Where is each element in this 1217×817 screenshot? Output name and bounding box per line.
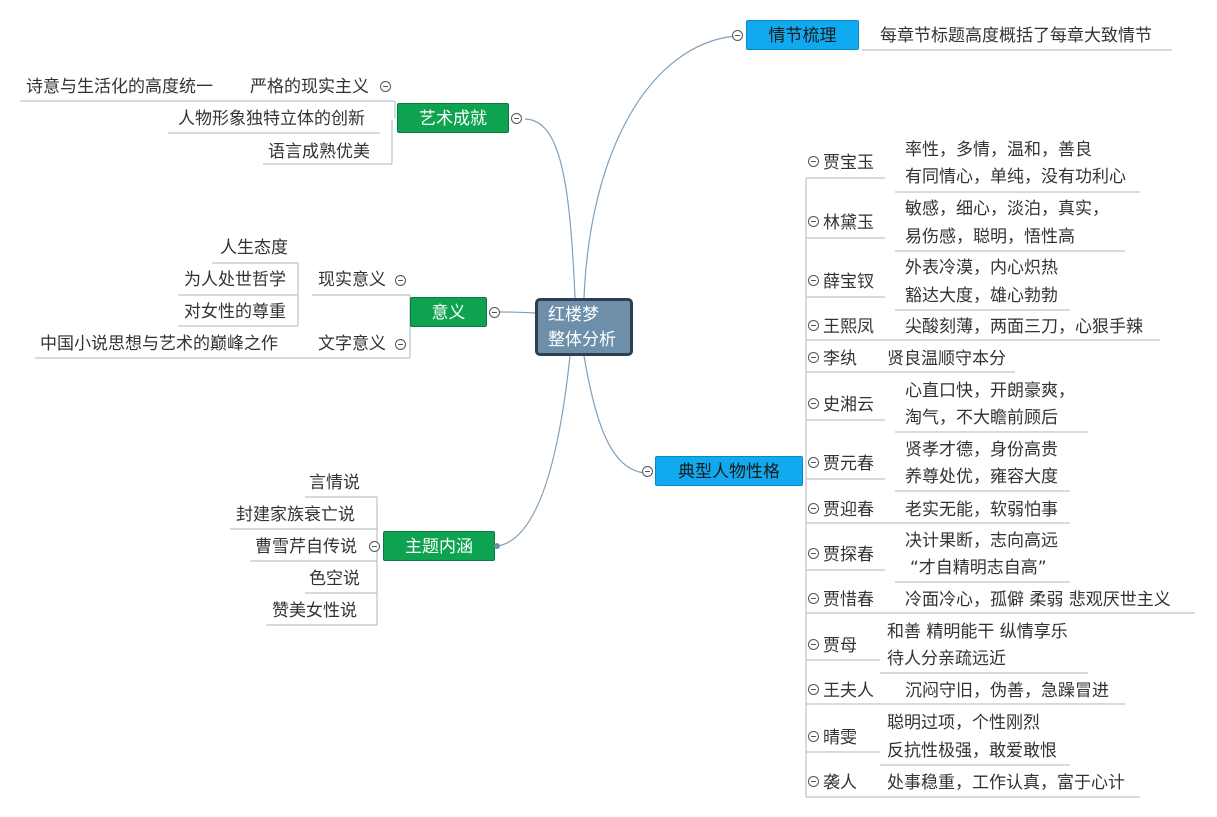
theme-item-2[interactable]: 曹雪芹自传说 [255,537,357,557]
collapse-char-13-icon[interactable] [808,776,819,787]
char-name-11[interactable]: 王夫人 [823,681,874,701]
collapse-chars-icon[interactable] [642,466,653,477]
collapse-meaning-icon[interactable] [489,307,500,318]
branch-dot-icon [494,543,500,549]
collapse-char-3-icon[interactable] [808,320,819,331]
real-item-respect[interactable]: 对女性的尊重 [184,302,286,322]
char-trait-5-1[interactable]: 淘气，不大瞻前顾后 [905,408,1058,428]
art-item-realism[interactable]: 严格的现实主义 [250,77,369,97]
char-trait-1-0[interactable]: 敏感，细心，淡泊，真实， [905,199,1109,219]
char-trait-8-0[interactable]: 决计果断，志向高远 [905,531,1058,551]
char-trait-8-1[interactable]: “才自精明志自高” [910,558,1047,578]
char-trait-2-0[interactable]: 外表冷漠，内心炽热 [905,258,1058,278]
char-trait-12-0[interactable]: 聪明过项，个性刚烈 [887,713,1040,733]
collapse-char-2-icon[interactable] [808,275,819,286]
char-trait-13-0[interactable]: 处事稳重，工作认真，富于心计 [887,773,1125,793]
char-trait-7-0[interactable]: 老实无能，软弱怕事 [905,500,1058,520]
root-node[interactable]: 红楼梦 整体分析 [535,298,633,356]
collapse-real-icon[interactable] [395,275,406,286]
collapse-theme-icon[interactable] [369,541,380,552]
branch-meaning[interactable]: 意义 [410,297,487,327]
char-trait-2-1[interactable]: 豁达大度，雄心勃勃 [905,286,1058,306]
root-title-line2: 整体分析 [548,330,616,350]
char-name-13[interactable]: 袭人 [823,773,857,793]
art-item-characters[interactable]: 人物形象独特立体的创新 [178,109,365,129]
char-trait-4-0[interactable]: 贤良温顺守本分 [887,349,1006,369]
char-trait-11-0[interactable]: 沉闷守旧，伪善，急躁冒进 [905,681,1109,701]
real-item-attitude[interactable]: 人生态度 [220,238,288,258]
char-name-5[interactable]: 史湘云 [823,395,874,415]
char-name-7[interactable]: 贾迎春 [823,500,874,520]
char-name-12[interactable]: 晴雯 [823,728,857,748]
branch-plot[interactable]: 情节梳理 [746,20,859,50]
char-trait-5-0[interactable]: 心直口快，开朗豪爽， [905,381,1075,401]
branch-theme[interactable]: 主题内涵 [383,531,495,561]
theme-item-0[interactable]: 言情说 [309,473,360,493]
collapse-char-11-icon[interactable] [808,684,819,695]
meaning-real-label[interactable]: 现实意义 [318,270,386,290]
collapse-char-12-icon[interactable] [808,731,819,742]
meaning-lit-label[interactable]: 文字意义 [318,334,386,354]
theme-item-4[interactable]: 赞美女性说 [272,601,357,621]
char-name-8[interactable]: 贾探春 [823,545,874,565]
char-name-2[interactable]: 薛宝钗 [823,272,874,292]
char-name-9[interactable]: 贾惜春 [823,590,874,610]
char-name-1[interactable]: 林黛玉 [823,213,874,233]
char-trait-1-1[interactable]: 易伤感，聪明，悟性高 [905,227,1075,247]
char-trait-0-1[interactable]: 有同情心，单纯，没有功利心 [905,167,1126,187]
theme-item-1[interactable]: 封建家族衰亡说 [236,505,355,525]
char-trait-9-0[interactable]: 冷面冷心，孤僻 柔弱 悲观厌世主义 [905,590,1171,610]
char-trait-3-0[interactable]: 尖酸刻薄，两面三刀，心狠手辣 [905,317,1143,337]
char-trait-10-0[interactable]: 和善 精明能干 纵情享乐 [887,622,1068,642]
theme-item-3[interactable]: 色空说 [309,569,360,589]
collapse-char-7-icon[interactable] [808,503,819,514]
collapse-char-10-icon[interactable] [808,639,819,650]
collapse-char-1-icon[interactable] [808,216,819,227]
collapse-char-0-icon[interactable] [808,156,819,167]
collapse-char-9-icon[interactable] [808,593,819,604]
branch-characters[interactable]: 典型人物性格 [655,456,803,486]
collapse-char-5-icon[interactable] [808,398,819,409]
char-name-10[interactable]: 贾母 [823,636,857,656]
char-trait-6-1[interactable]: 养尊处优，雍容大度 [905,467,1058,487]
root-title-line1: 红楼梦 [548,305,599,325]
char-trait-12-1[interactable]: 反抗性极强，敢爱敢恨 [887,741,1057,761]
char-name-6[interactable]: 贾元春 [823,454,874,474]
collapse-realism-icon[interactable] [380,81,391,92]
collapse-lit-icon[interactable] [395,339,406,350]
real-item-philosophy[interactable]: 为人处世哲学 [184,270,286,290]
char-name-4[interactable]: 李纨 [823,349,857,369]
char-name-3[interactable]: 王熙凤 [823,317,874,337]
branch-art[interactable]: 艺术成就 [397,103,509,133]
char-trait-0-0[interactable]: 率性，多情，温和，善良 [905,140,1092,160]
art-item-language[interactable]: 语言成熟优美 [268,142,370,162]
char-trait-6-0[interactable]: 贤孝才德，身份高贵 [905,440,1058,460]
art-sub-item[interactable]: 诗意与生活化的高度统一 [26,77,213,97]
plot-detail[interactable]: 每章节标题高度概括了每章大致情节 [880,26,1152,46]
lit-item-peak[interactable]: 中国小说思想与艺术的巅峰之作 [40,334,278,354]
collapse-plot-icon[interactable] [732,30,743,41]
collapse-char-4-icon[interactable] [808,352,819,363]
collapse-art-icon[interactable] [511,113,522,124]
char-trait-10-1[interactable]: 待人分亲疏远近 [887,649,1006,669]
collapse-char-6-icon[interactable] [808,457,819,468]
collapse-char-8-icon[interactable] [808,548,819,559]
char-name-0[interactable]: 贾宝玉 [823,153,874,173]
